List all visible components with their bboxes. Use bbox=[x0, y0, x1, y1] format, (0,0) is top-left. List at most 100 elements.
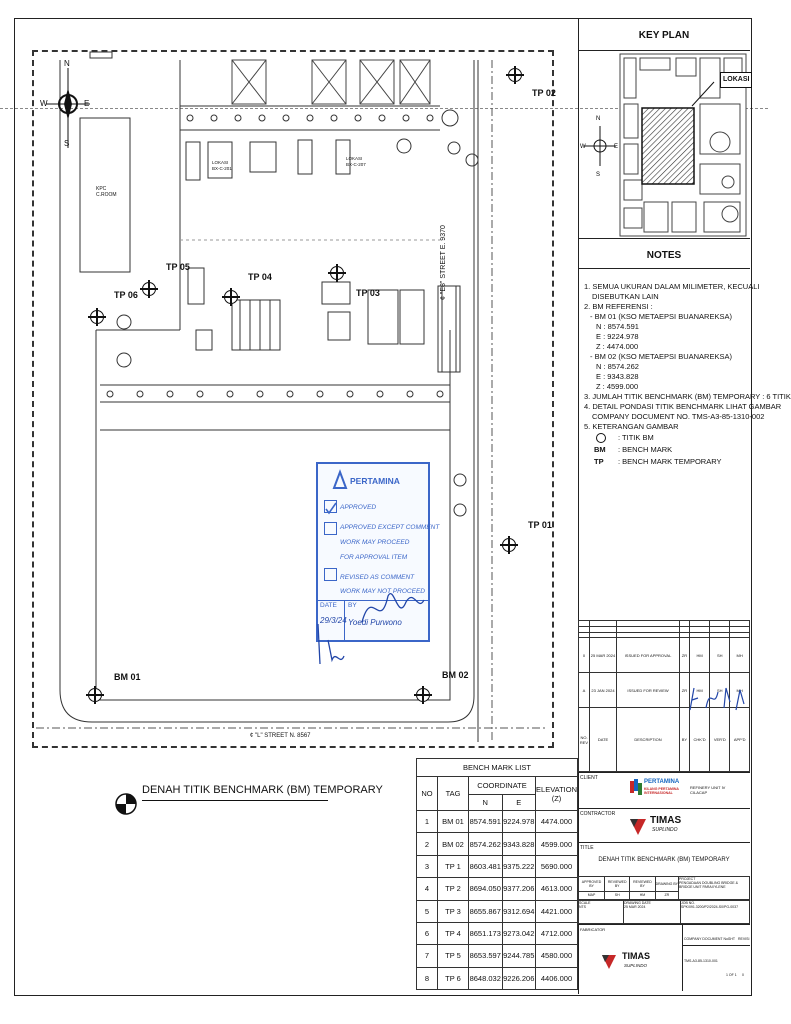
note-line: - BM 01 (KSO METAEPSI BUANAREKSA) bbox=[590, 312, 732, 321]
reviewed-by-label: REVIEWED BY bbox=[604, 876, 631, 892]
scale-label: SCALE bbox=[579, 901, 591, 905]
cell-n: 8651.173 bbox=[468, 921, 503, 946]
note-line: - BM 02 (KSO METAEPSI BUANAREKSA) bbox=[590, 352, 732, 361]
cell-n: 8574.262 bbox=[468, 832, 503, 856]
bm-01-label: BM 01 bbox=[114, 672, 141, 682]
header-app: APP'D bbox=[729, 707, 750, 772]
cell-n: 8603.481 bbox=[468, 854, 503, 879]
svg-text:S: S bbox=[596, 172, 600, 178]
reviewed-by-value: SH bbox=[604, 890, 631, 901]
cell-tag: TP 5 bbox=[437, 944, 469, 968]
bm-02-label: BM 02 bbox=[442, 670, 469, 680]
legend-row: TP : BENCH MARK TEMPORARY bbox=[584, 456, 748, 468]
cell-e: 9224.978 bbox=[501, 809, 537, 834]
desc-cell: ISSUED FOR REVIEW bbox=[616, 672, 680, 709]
drawing-by-label: DRAWING BY bbox=[654, 876, 680, 892]
stamp-by-label: BY bbox=[348, 602, 357, 609]
cell-z: 4580.000 bbox=[535, 944, 578, 968]
date-cell: 23 JAN 2024 bbox=[589, 672, 617, 709]
company-doc-label: COMPANY DOCUMENT No. bbox=[684, 937, 729, 941]
doc-number: TMS-A3-85-1310-001 bbox=[684, 959, 718, 963]
header-coordinate: COORDINATE bbox=[467, 776, 537, 795]
drawing-title: DENAH TITIK BENCHMARK (BM) TEMPORARY bbox=[142, 784, 383, 796]
cell-no: 1 bbox=[416, 809, 438, 834]
tp-02-marker bbox=[506, 66, 524, 84]
note-line: 5. KETERANGAN GAMBAR bbox=[584, 422, 679, 431]
cell-tag: TP 1 bbox=[437, 854, 469, 879]
key-plan-title: KEY PLAN bbox=[638, 30, 690, 41]
tp-04-marker bbox=[222, 288, 240, 306]
plan-linework bbox=[36, 51, 548, 742]
timas-logo-icon bbox=[630, 819, 646, 835]
lokasi-callout: LOKASI bbox=[720, 72, 752, 88]
fabricator-name: TIMAS bbox=[622, 951, 650, 961]
cell-tag: BM 02 bbox=[437, 832, 469, 856]
header-date: DATE bbox=[589, 707, 617, 772]
rev-cell: 0 bbox=[578, 637, 590, 674]
legend-row: : TITIK BM bbox=[584, 432, 748, 444]
cell-z: 4599.000 bbox=[535, 832, 578, 856]
bm-02-marker bbox=[414, 686, 432, 704]
cell-tag: TP 3 bbox=[437, 899, 469, 923]
note-line: Z : 4599.000 bbox=[596, 382, 639, 391]
kpc-label: KPC C.ROOM bbox=[96, 186, 117, 198]
north-label: N bbox=[64, 59, 70, 68]
cell-e: 9226.206 bbox=[501, 966, 537, 991]
notes-list: 1. SEMUA UKURAN DALAM MILIMETER, KECUALI… bbox=[584, 282, 791, 468]
site-plan bbox=[32, 50, 554, 748]
tp-03-label: TP 03 bbox=[356, 288, 380, 298]
street-vertical-label: ¢ "E8" STREET E. 9370 bbox=[440, 225, 447, 300]
note-line: 2. BM REFERENSI : bbox=[584, 302, 653, 311]
drawing-by-value: ZR bbox=[654, 890, 680, 901]
header-desc: DESCRIPTION bbox=[616, 707, 680, 772]
stamp-revised-2: WORK MAY NOT PROCEED bbox=[340, 588, 425, 595]
cell-z: 4406.000 bbox=[535, 966, 578, 991]
cell-no: 2 bbox=[416, 832, 438, 856]
title-text: DENAH TITIK BENCHMARK (BM) TEMPORARY bbox=[598, 857, 730, 863]
reviewed-by-2-value: HM bbox=[629, 890, 656, 901]
header-tag: TAG bbox=[437, 776, 469, 811]
cell-z: 4421.000 bbox=[535, 899, 578, 923]
ver-cell: SH bbox=[709, 637, 731, 674]
except-checkbox bbox=[324, 522, 337, 535]
contractor-sub: SUPLINDO bbox=[652, 827, 678, 833]
svg-text:E: E bbox=[614, 144, 618, 150]
header-elevation: ELEVATION (Z) bbox=[535, 776, 578, 811]
svg-text:N: N bbox=[596, 116, 600, 122]
contractor-name: TIMAS bbox=[650, 815, 682, 826]
cell-e: 9312.694 bbox=[501, 899, 537, 923]
initials-mark bbox=[317, 623, 345, 665]
cell-e: 9244.785 bbox=[501, 944, 537, 968]
approval-table: APPROVED BY REVIEWED BY REVIEWED BY DRAW… bbox=[577, 876, 750, 901]
cell-z: 4613.000 bbox=[535, 877, 578, 901]
pertamina-logo-icon bbox=[630, 779, 642, 795]
header-n: N bbox=[468, 794, 503, 811]
compass-icon bbox=[46, 68, 90, 148]
lokasi-1-label: LOKASI BX-C-201 bbox=[212, 160, 232, 171]
fabricator-block: FABRICATOR TIMAS SUPLINDO COMPANY DOCUME… bbox=[578, 924, 750, 991]
cell-e: 9273.042 bbox=[501, 921, 537, 946]
contractor-label: CONTRACTOR bbox=[580, 811, 616, 817]
note-line: COMPANY DOCUMENT NO. TMS-A3-85-1310-002 bbox=[592, 412, 765, 421]
bm-01-marker bbox=[86, 686, 104, 704]
job-no-value: SPK/091.3200/P2/2024-S0/PG-0037 bbox=[681, 905, 739, 909]
notes-title: NOTES bbox=[646, 250, 682, 261]
approved-by-value: MAP bbox=[577, 890, 606, 901]
app-cell: MH bbox=[729, 637, 750, 674]
client-name: PERTAMINA bbox=[644, 779, 680, 785]
header-rev: NO. REV bbox=[578, 707, 590, 772]
header-e: E bbox=[501, 794, 537, 811]
client-label: CLIENT bbox=[580, 775, 598, 781]
sht-label: SHT bbox=[728, 937, 735, 941]
note-line: E : 9343.828 bbox=[596, 372, 639, 381]
header-by: BY bbox=[679, 707, 690, 772]
note-line: DISEBUTKAN LAIN bbox=[592, 292, 659, 301]
north-arrow: N S W E bbox=[38, 58, 98, 154]
